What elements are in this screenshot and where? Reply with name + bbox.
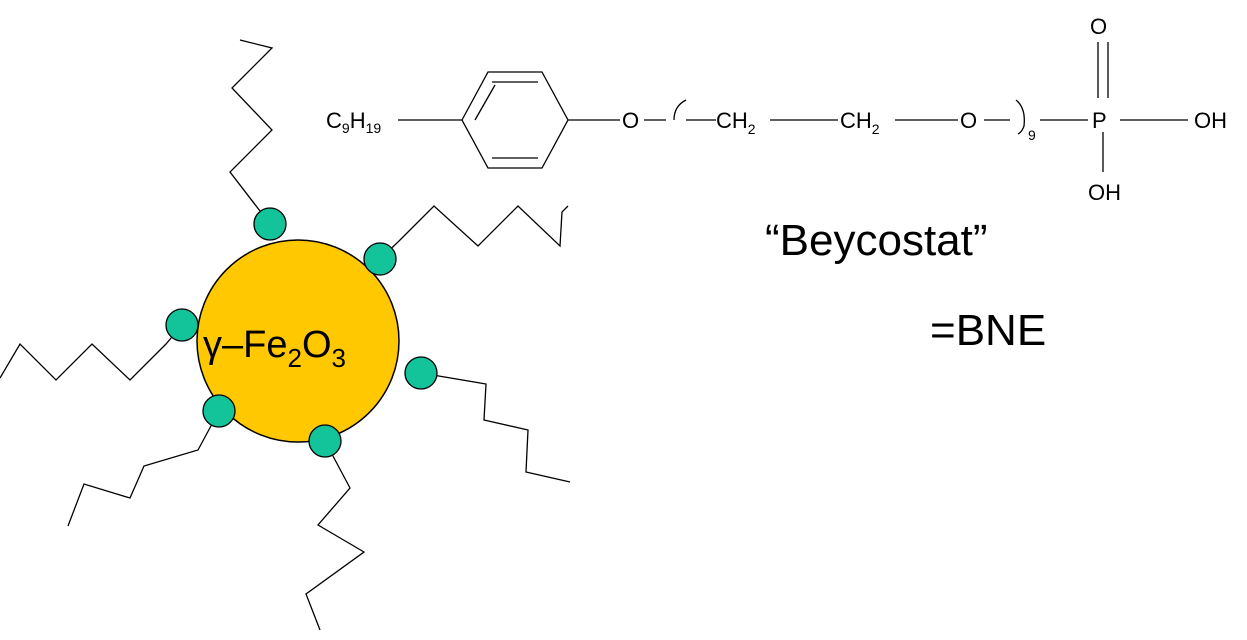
surfactant-tail bbox=[67, 410, 220, 527]
ether-oxygen-2: O bbox=[960, 108, 977, 133]
methylene-2: CH2 bbox=[840, 108, 880, 137]
headgroup bbox=[308, 424, 342, 458]
surfactant-tail bbox=[420, 372, 571, 483]
headgroup bbox=[253, 207, 287, 241]
surfactant-name: “Beycostat” bbox=[765, 216, 988, 265]
ether-oxygen: O bbox=[622, 108, 639, 133]
repeat-count: 9 bbox=[1028, 127, 1036, 143]
maghemite-core bbox=[196, 239, 400, 443]
particle-label: γ–Fe2O3 bbox=[203, 324, 346, 373]
bond bbox=[474, 84, 496, 121]
repeat-bracket-right bbox=[1015, 99, 1025, 135]
headgroup bbox=[404, 356, 438, 390]
benzene-ring bbox=[461, 71, 569, 169]
hydroxyl-bottom: OH bbox=[1088, 180, 1121, 205]
surfactant-abbreviation: =BNE bbox=[930, 306, 1046, 355]
repeat-bracket-left bbox=[673, 99, 687, 121]
molecule-structure: C9H19 bbox=[326, 14, 1227, 205]
headgroup bbox=[202, 394, 236, 428]
methylene-1: CH2 bbox=[716, 108, 756, 137]
headgroup bbox=[363, 242, 397, 276]
hydroxyl-right: OH bbox=[1194, 108, 1227, 133]
alkyl-label: C9H19 bbox=[326, 108, 381, 136]
surfactant-tail bbox=[0, 324, 183, 381]
phosphorus: P bbox=[1092, 108, 1107, 133]
coated-nanoparticle bbox=[0, 39, 571, 631]
surfactant-tail bbox=[305, 440, 366, 631]
surfactant-tail bbox=[379, 205, 569, 260]
headgroup bbox=[165, 308, 199, 342]
surfactant-tail bbox=[229, 39, 274, 225]
oxygen-top: O bbox=[1090, 14, 1107, 39]
